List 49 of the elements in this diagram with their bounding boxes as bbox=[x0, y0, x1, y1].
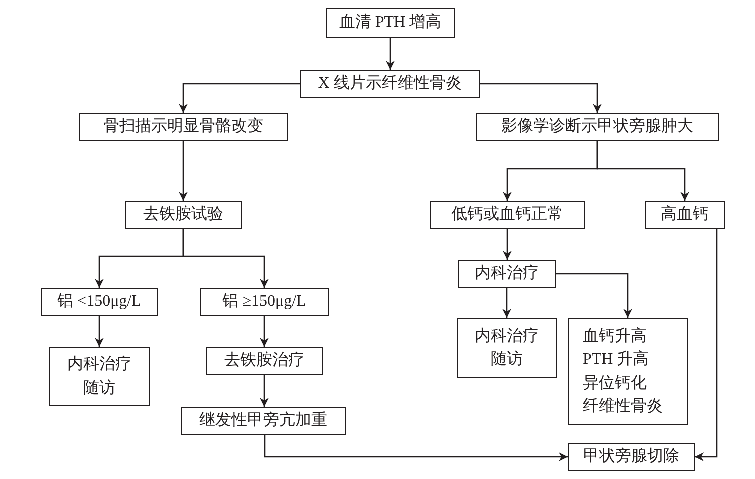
box-text: X 线片示纤维性骨炎 bbox=[318, 74, 462, 94]
arrow bbox=[503, 229, 512, 260]
box-text: 影像学诊断示甲状旁腺肿大 bbox=[502, 116, 694, 138]
box-text: 去铁胺试验 bbox=[144, 204, 224, 226]
arrow bbox=[182, 229, 269, 288]
arrow bbox=[556, 273, 632, 318]
arrow bbox=[480, 83, 602, 113]
box-text: 继发性甲旁亢加重 bbox=[200, 410, 328, 432]
process-box bbox=[41, 288, 158, 316]
box-text: 高血钙 bbox=[661, 204, 709, 226]
arrow bbox=[179, 83, 300, 113]
arrow bbox=[95, 316, 104, 347]
process-box bbox=[300, 70, 480, 98]
process-box bbox=[645, 201, 725, 229]
process-box bbox=[568, 443, 695, 471]
process-box bbox=[206, 347, 323, 375]
process-box bbox=[568, 318, 688, 425]
box-text: 骨扫描示明显骨骼改变 bbox=[104, 116, 264, 138]
box-text: 低钙或血钙正常 bbox=[452, 204, 564, 226]
arrow bbox=[695, 229, 718, 462]
process-box bbox=[181, 407, 346, 435]
process-box bbox=[430, 201, 585, 229]
process-box bbox=[49, 347, 150, 406]
process-box bbox=[457, 318, 557, 378]
box-text: 铝 ≥150μg/L bbox=[222, 292, 306, 312]
box-text: 内科治疗随访 bbox=[474, 326, 540, 370]
box-text: 甲状旁腺切除 bbox=[584, 446, 680, 468]
arrow bbox=[260, 316, 269, 347]
process-box bbox=[458, 260, 556, 288]
arrow bbox=[386, 38, 395, 70]
box-text: 铝 <150μg/L bbox=[58, 292, 142, 312]
arrow bbox=[260, 375, 269, 407]
arrow bbox=[596, 141, 690, 201]
box-text: 血钙升高 bbox=[583, 326, 647, 348]
box-text: 内科治疗 bbox=[475, 264, 539, 284]
process-box bbox=[476, 113, 719, 141]
arrow bbox=[264, 435, 568, 462]
box-text: 异位钙化 bbox=[583, 374, 647, 394]
process-box bbox=[125, 201, 242, 229]
box-text: 血清 PTH 增高 bbox=[339, 12, 442, 34]
arrow bbox=[502, 288, 512, 318]
process-box bbox=[200, 288, 329, 316]
box-text: 纤维性骨炎 bbox=[583, 396, 663, 417]
process-box bbox=[326, 8, 455, 38]
box-text: PTH 升高 bbox=[583, 350, 650, 370]
arrow bbox=[179, 141, 188, 201]
box-text: 内科治疗随访 bbox=[66, 354, 132, 398]
process-box bbox=[79, 113, 288, 141]
box-text: 去铁胺治疗 bbox=[224, 350, 304, 372]
